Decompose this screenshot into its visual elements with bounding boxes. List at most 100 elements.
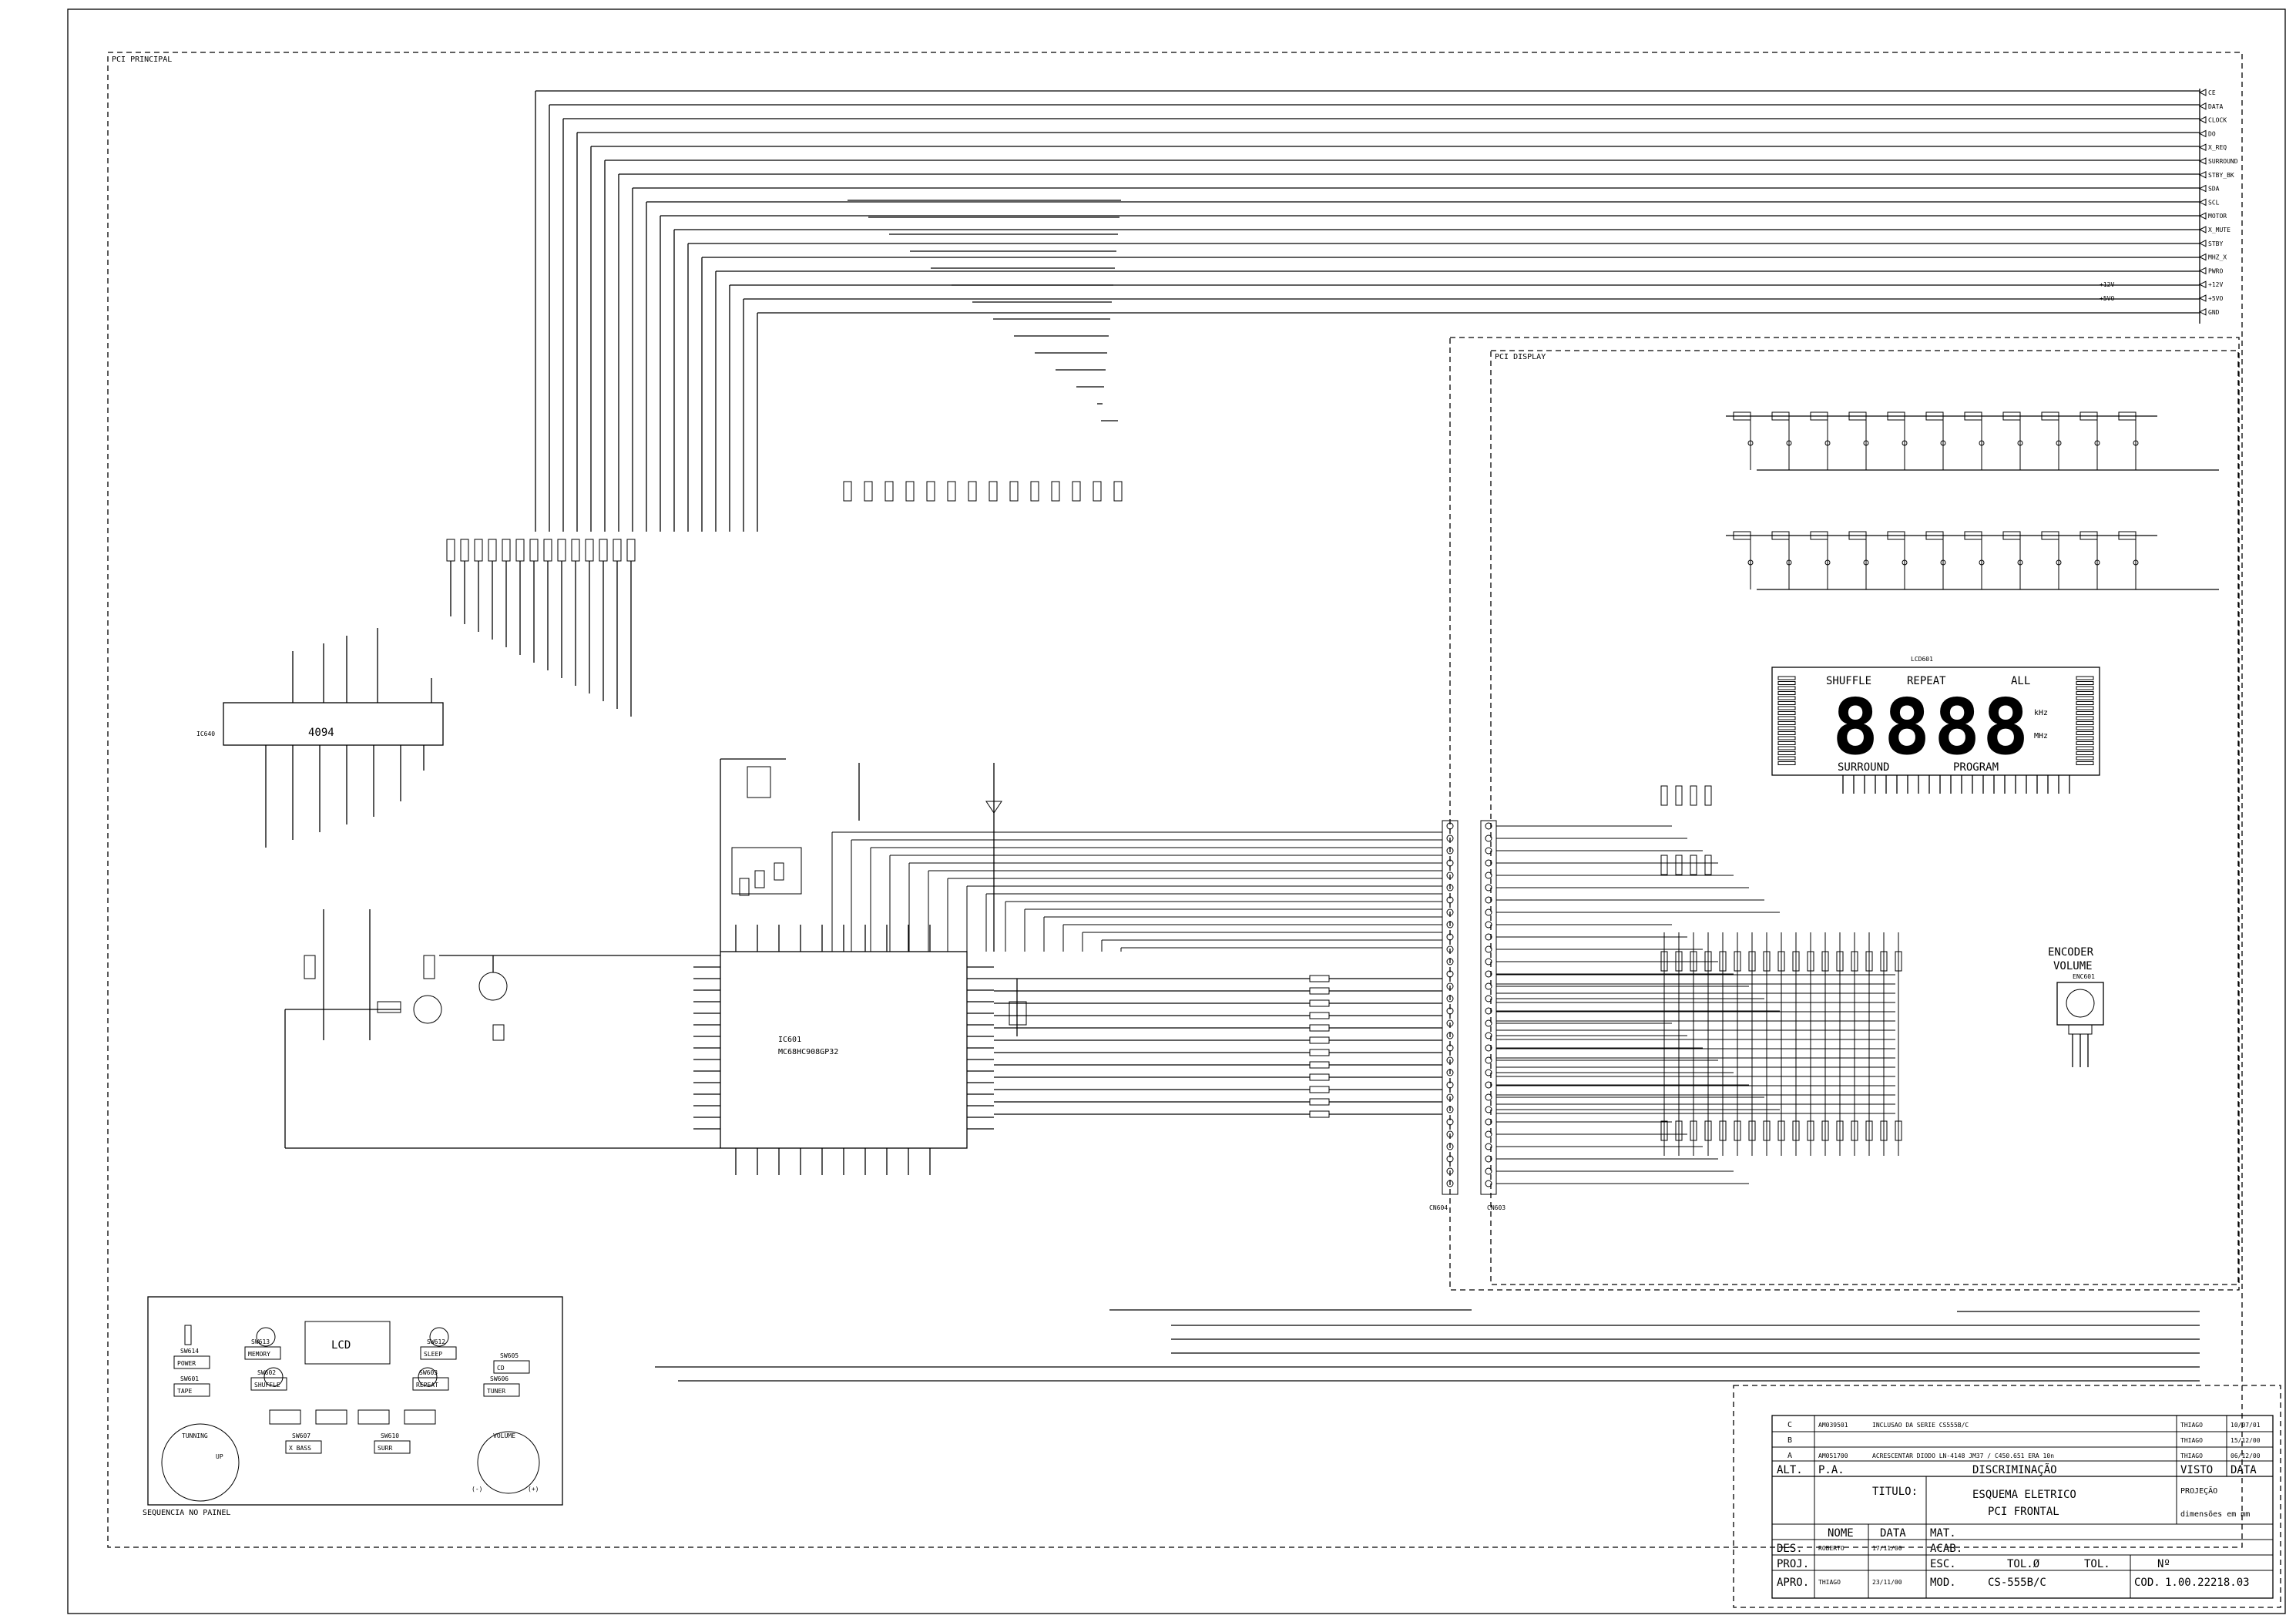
connector-label: +5VO bbox=[2208, 295, 2223, 302]
matrix-switch-contact bbox=[2056, 559, 2062, 566]
cn603-pin bbox=[1485, 970, 1492, 978]
grid-resistor bbox=[1660, 951, 1668, 972]
grid-resistor bbox=[1734, 1120, 1741, 1141]
cn603-pin bbox=[1485, 896, 1492, 904]
connector-label: CLOCK bbox=[2208, 117, 2227, 124]
grid-resistor bbox=[1660, 855, 1668, 875]
grid-resistor bbox=[1807, 951, 1814, 972]
front-panel-lcd bbox=[304, 1321, 391, 1365]
bus-capacitor bbox=[1009, 481, 1019, 502]
connector-arrow bbox=[2198, 267, 2207, 275]
panel-button-label: REPEAT bbox=[416, 1382, 438, 1389]
cn603-pin bbox=[1485, 921, 1492, 929]
matrix-switch-contact bbox=[1824, 559, 1831, 566]
cn603-pin bbox=[1485, 1044, 1492, 1052]
panel-button-label: SLEEP bbox=[424, 1351, 442, 1358]
panel-button bbox=[250, 1377, 287, 1391]
grid-resistor bbox=[1675, 785, 1683, 806]
panel-button-ref: SW607 bbox=[292, 1432, 310, 1439]
tb-esc: ESC. bbox=[1930, 1558, 1956, 1570]
bottom-connector bbox=[655, 1309, 2200, 1382]
vfd-stub bbox=[1777, 716, 1796, 720]
vfd-stub bbox=[1777, 751, 1796, 755]
clock-section bbox=[720, 758, 1027, 1036]
panel-button-ref: SW605 bbox=[500, 1352, 519, 1359]
connector-label: STBY bbox=[2208, 240, 2223, 247]
tb-dimensoes: dimensões em mm bbox=[2180, 1510, 2250, 1519]
panel-button-label: X BASS bbox=[289, 1445, 311, 1452]
cn604-pin bbox=[1446, 982, 1454, 990]
matrix-switch-contact bbox=[2133, 559, 2139, 566]
connector-label: X_REQ bbox=[2208, 144, 2227, 151]
ladder-resistor bbox=[1309, 1073, 1330, 1081]
vfd-stub bbox=[2076, 676, 2094, 680]
panel-button bbox=[173, 1383, 210, 1397]
grid-resistor bbox=[1865, 1120, 1873, 1141]
grid-resistor bbox=[1704, 951, 1712, 972]
vfd-stub bbox=[2076, 686, 2094, 690]
cn603-pin bbox=[1485, 1007, 1492, 1015]
revision-by: THIAGO bbox=[2180, 1452, 2203, 1459]
ladder-resistor bbox=[1309, 1012, 1330, 1019]
tb-apro: APRO. bbox=[1777, 1577, 1809, 1589]
cn604-pin bbox=[1446, 822, 1454, 830]
cn604-pin bbox=[1446, 958, 1454, 965]
cn603-pin bbox=[1485, 1069, 1492, 1076]
connector-label: SCL bbox=[2208, 199, 2220, 206]
vfd-stub bbox=[1777, 706, 1796, 710]
tb-titulo-line2: PCI FRONTAL bbox=[1988, 1506, 2059, 1518]
vfd-unit-mhz: MHz bbox=[2034, 732, 2048, 740]
bus-capacitor bbox=[989, 481, 998, 502]
bus-capacitor bbox=[947, 481, 956, 502]
vfd-stub bbox=[1777, 711, 1796, 715]
right-connector: CEDATACLOCKDOX_REQSURROUNDSTBY_BKSDASCLM… bbox=[2100, 89, 2238, 324]
grid-resistor bbox=[1792, 1120, 1800, 1141]
panel-button-label: SURR bbox=[378, 1445, 392, 1452]
vfd-stub bbox=[2076, 726, 2094, 730]
grid-resistor bbox=[1880, 1120, 1888, 1141]
revision-ref: AM051700 bbox=[1818, 1452, 1848, 1459]
bus-capacitor bbox=[968, 481, 977, 502]
tb-tol1: TOL.Ø bbox=[2007, 1558, 2040, 1570]
panel-button-label: TUNER bbox=[487, 1388, 505, 1395]
grid-resistor bbox=[1719, 1120, 1727, 1141]
cn604-pin bbox=[1446, 995, 1454, 1002]
grid-resistor bbox=[1660, 785, 1668, 806]
connector-arrow bbox=[2198, 116, 2207, 124]
grid-resistor bbox=[1763, 1120, 1771, 1141]
tb-acab: ACAB. bbox=[1930, 1543, 1962, 1555]
matrix-switch-contact bbox=[2094, 440, 2100, 446]
ladder-resistor bbox=[1309, 1061, 1330, 1069]
panel-button bbox=[285, 1440, 322, 1454]
ic-mcu-name: MC68HC908GP32 bbox=[778, 1048, 838, 1056]
revision-text: INCLUSAO DA SERIE CS555B/C bbox=[1872, 1422, 1969, 1429]
tb-cod: COD. bbox=[2134, 1577, 2160, 1589]
grid-resistor bbox=[1719, 951, 1727, 972]
ladder-resistor bbox=[1309, 1110, 1330, 1118]
connector-label: MOTOR bbox=[2208, 213, 2227, 220]
vfd-digit-3: 8 bbox=[1934, 682, 1980, 772]
cn604-pin bbox=[1446, 1106, 1454, 1113]
matrix-switch-contact bbox=[1863, 440, 1869, 446]
tb-proj: PROJ. bbox=[1777, 1558, 1809, 1570]
vfd-stub bbox=[2076, 711, 2094, 715]
region-pci-display-label: PCI DISPLAY bbox=[1495, 353, 1546, 361]
vfd-digit-1: 8 bbox=[1832, 682, 1878, 772]
knob-tuning-label: TUNNING bbox=[182, 1432, 208, 1439]
panel-button-ref: SW606 bbox=[490, 1375, 509, 1382]
cn603-pin bbox=[1485, 958, 1492, 965]
connector-arrow bbox=[2198, 226, 2207, 233]
grid-resistor bbox=[1704, 785, 1712, 806]
grid-resistor bbox=[1836, 951, 1844, 972]
vfd-stub bbox=[2076, 701, 2094, 705]
panel-button-label: SHUFFLE bbox=[254, 1382, 280, 1389]
resistor bbox=[571, 539, 580, 562]
grid-resistor bbox=[1895, 1120, 1902, 1141]
vfd-label-surround: SURROUND bbox=[1838, 761, 1889, 774]
panel-button-label: CD bbox=[497, 1365, 505, 1372]
tb-pa: P.A. bbox=[1818, 1464, 1845, 1476]
bus-capacitor bbox=[926, 481, 935, 502]
tb-tol2: TOL. bbox=[2084, 1558, 2110, 1570]
grid-resistor bbox=[1704, 1120, 1712, 1141]
cn603-pin bbox=[1485, 1106, 1492, 1113]
